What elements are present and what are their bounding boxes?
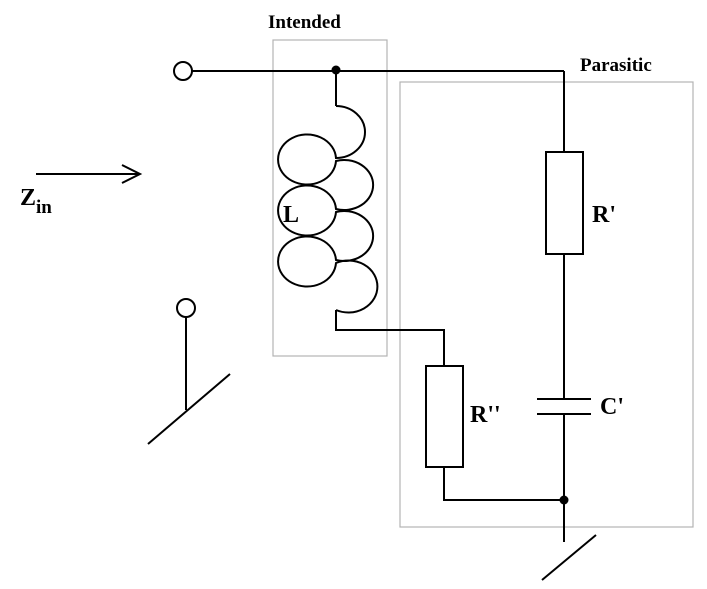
bottom-junction-node bbox=[559, 495, 569, 505]
input-terminal bbox=[173, 61, 193, 81]
inductor-bottom-wire bbox=[335, 310, 445, 366]
intended-label: Intended bbox=[268, 12, 341, 33]
r-double-prime-label: R'' bbox=[470, 402, 501, 428]
left-ground-symbol bbox=[147, 373, 231, 445]
r-double-prime-resistor bbox=[425, 365, 464, 468]
parasitic-box bbox=[399, 81, 694, 528]
r-prime-resistor bbox=[545, 151, 584, 255]
bottom-ground-symbol bbox=[541, 534, 597, 581]
r-prime-label: R' bbox=[592, 202, 616, 228]
parasitic-label: Parasitic bbox=[580, 55, 652, 76]
ground-terminal bbox=[176, 298, 196, 318]
inductor-coil bbox=[277, 105, 379, 314]
inductor-label: L bbox=[283, 202, 299, 228]
intended-box bbox=[272, 39, 388, 357]
z-in-label: Zin bbox=[20, 185, 52, 218]
impedance-arrow bbox=[36, 164, 143, 184]
r-double-prime-bottom-wire bbox=[443, 467, 564, 501]
c-prime-label: C' bbox=[600, 394, 624, 420]
